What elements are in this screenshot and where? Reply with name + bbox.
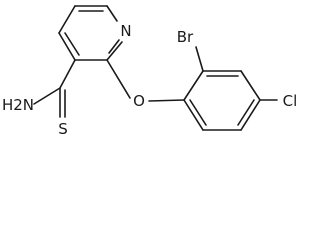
pyridine-ring <box>58 5 123 61</box>
bond <box>58 5 76 34</box>
bond <box>183 70 204 101</box>
bromine-label: Br <box>177 28 194 46</box>
chemical-structure-diagram: N Br O Cl H2N S <box>2 5 298 138</box>
bond <box>58 32 76 61</box>
bond <box>240 99 261 131</box>
bond <box>33 87 61 105</box>
bond <box>148 99 185 102</box>
bond <box>237 99 255 126</box>
ether-linkage <box>106 59 185 102</box>
bond <box>195 46 204 72</box>
sulfur-label: S <box>58 120 68 138</box>
pyridine-nitrogen-label: N <box>120 22 131 40</box>
bond <box>64 32 80 56</box>
bond <box>189 99 207 126</box>
phenyl-ring <box>183 70 261 131</box>
bond <box>106 41 123 61</box>
bond <box>108 39 120 54</box>
bond <box>59 59 76 89</box>
bond <box>240 70 261 101</box>
amino-label: H2N <box>2 96 34 114</box>
bond <box>183 99 204 131</box>
bond <box>106 59 131 99</box>
ether-oxygen-label: O <box>133 92 145 110</box>
thioamide-group <box>33 59 76 118</box>
bond <box>106 5 118 22</box>
chlorine-label: Cl <box>283 92 298 110</box>
